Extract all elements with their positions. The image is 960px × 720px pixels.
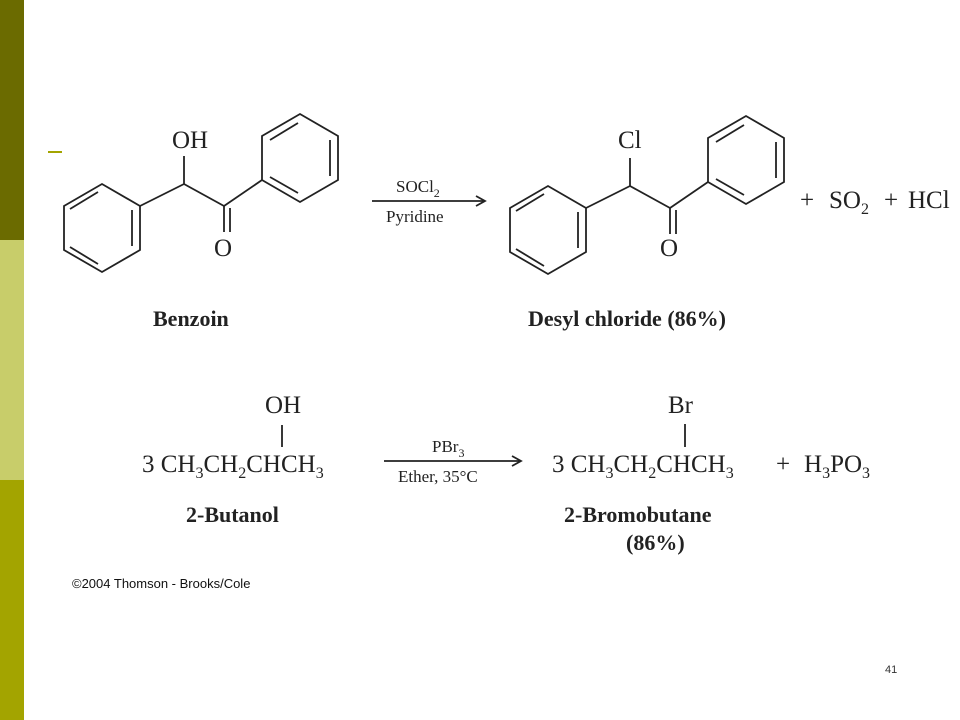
reaction2-reagent: PBr3 — [432, 437, 464, 460]
decorative-bar-top — [0, 0, 24, 240]
decorative-bar-middle — [0, 240, 24, 480]
desyl-chloride-structure — [509, 114, 785, 276]
desyl-right-ring — [707, 114, 785, 206]
bromobutane-formula: 3 CH3CH2CHCH3 — [552, 451, 734, 482]
bullet-mark — [48, 151, 62, 153]
benzoin-structure — [63, 112, 339, 274]
reaction2-conditions: Ether, 35°C — [398, 467, 478, 486]
decorative-bar-bottom — [0, 480, 24, 720]
butanol-name: 2-Butanol — [186, 502, 279, 527]
reaction1-solvent: Pyridine — [386, 207, 444, 226]
benzoin-name: Benzoin — [153, 306, 229, 331]
butanol-oh-label: OH — [265, 392, 301, 419]
page-number: 41 — [885, 664, 898, 676]
plus-sign: + — [776, 451, 790, 478]
bromobutane-name: 2-Bromobutane — [564, 502, 712, 527]
desyl-cl-label: Cl — [618, 127, 642, 154]
copyright-notice: ©2004 Thomson - Brooks/Cole — [72, 576, 251, 591]
desyl-left-ring — [509, 184, 587, 276]
hcl-byproduct: HCl — [908, 187, 950, 214]
benzoin-o-label: O — [214, 235, 232, 262]
bromobutane-yield: (86%) — [626, 530, 685, 555]
plus-sign: + — [884, 187, 898, 214]
desyl-chloride-name: Desyl chloride (86%) — [528, 306, 726, 331]
benzoin-right-ring — [261, 112, 339, 204]
benzoin-left-ring — [63, 182, 141, 274]
benzoin-oh-label: OH — [172, 127, 208, 154]
h3po3-byproduct: H3PO3 — [804, 451, 870, 482]
reaction1-reagent: SOCl2 — [396, 177, 440, 200]
bromobutane-br-label: Br — [668, 392, 694, 419]
plus-sign: + — [800, 187, 814, 214]
so2-byproduct: SO2 — [829, 187, 869, 218]
butanol-formula: 3 CH3CH2CHCH3 — [142, 451, 324, 482]
desyl-o-label: O — [660, 235, 678, 262]
